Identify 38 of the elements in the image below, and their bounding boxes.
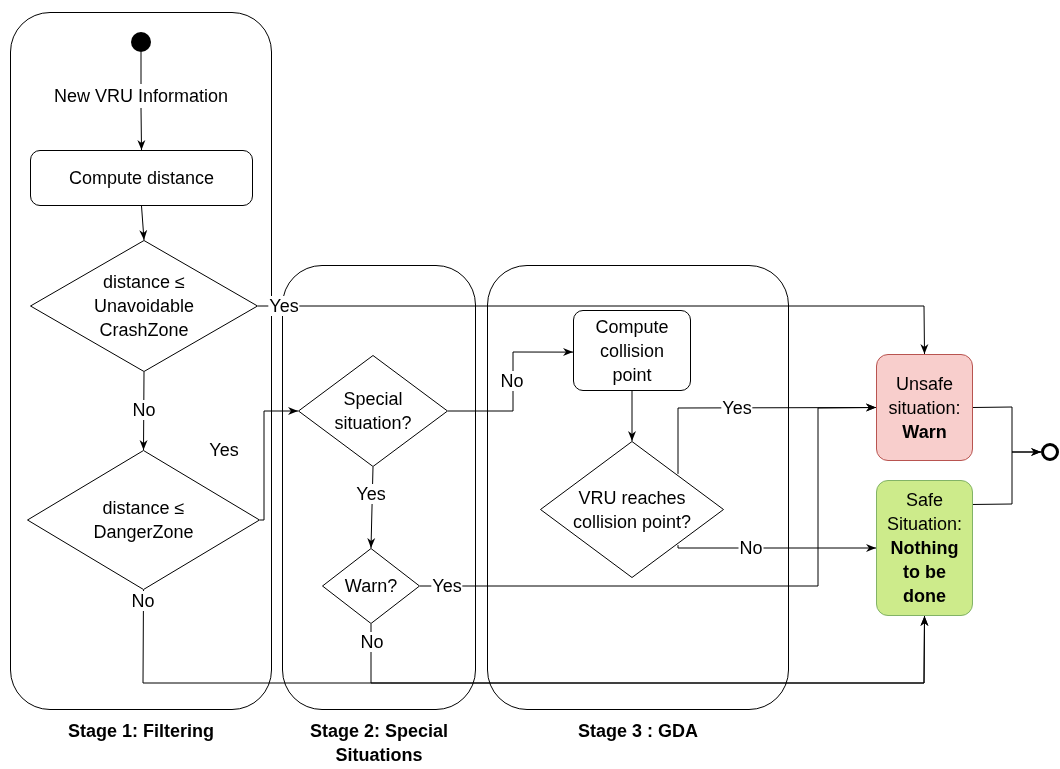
arrow [447,348,574,412]
arrow [257,305,929,355]
decision-diamond [298,355,448,467]
arrow [139,205,148,241]
arrow [370,615,929,684]
edge-label: No [499,371,525,391]
process-box [573,310,691,391]
node-text: VRU reaches collision point? [571,486,693,534]
decision-diamond [540,441,724,578]
node-text: Unsafe situation: Warn [887,372,962,444]
node-text: Safe Situation: Nothing to be done [885,489,964,608]
process-box [30,150,253,206]
outcome-box [876,354,973,461]
edge-label: Yes [268,296,300,316]
end-node [1041,443,1059,461]
decision-diamond [30,240,258,372]
outcome-box [876,480,973,616]
edge-label: No [359,632,385,652]
edge-label: No [130,591,156,611]
node-text: New VRU Information [52,85,230,108]
node-text: Stage 1: Filtering [68,720,214,743]
node-text: Warn? [344,575,398,598]
decision-diamond [322,548,420,624]
node-text: Compute collision point [594,315,670,387]
start-node [131,32,151,52]
arrow [628,390,636,442]
node-text: Compute distance [67,167,216,190]
edge-label: Yes [355,484,387,504]
node-text: Stage 3 : GDA [578,720,698,743]
arrow [137,107,146,151]
node-text: distance ≤ Unavoidable CrashZone [92,271,196,342]
arrow [677,544,877,552]
node-text: Special situation? [333,388,413,435]
arrow [972,448,1042,505]
node-text: distance ≤ DangerZone [92,497,195,544]
arrow [259,407,299,521]
edge-label: No [131,400,157,420]
node-text: Stage 2: Special Situations [308,720,450,767]
